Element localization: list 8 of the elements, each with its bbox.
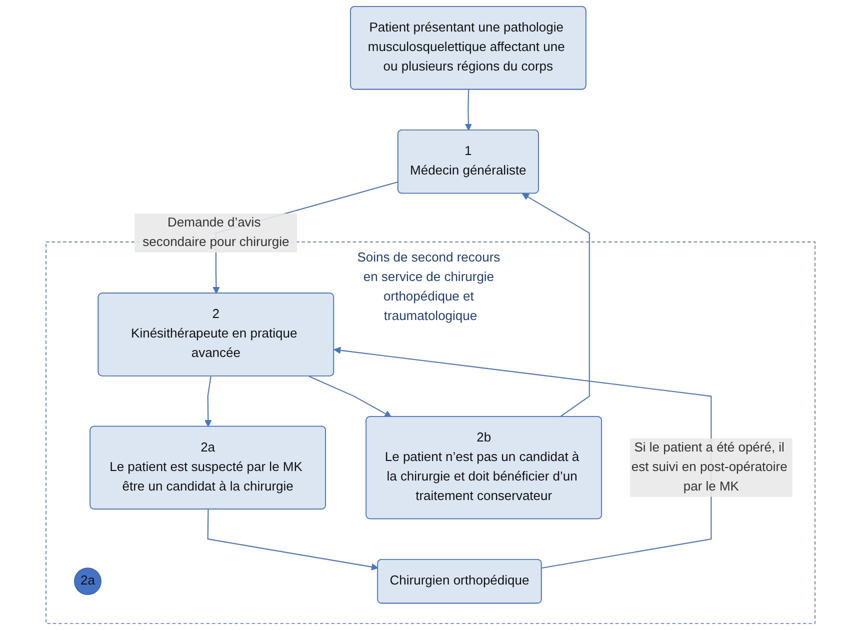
arrow [334, 346, 712, 568]
arrow [522, 193, 590, 418]
edge-label: Si le patient a été opéré, il est suivi en post-opératoire par le MK [631, 440, 788, 494]
arrow [207, 509, 378, 570]
arrow [204, 376, 212, 427]
arrow [308, 376, 392, 418]
node-circle: 2a [74, 568, 102, 595]
arrow [464, 90, 472, 131]
